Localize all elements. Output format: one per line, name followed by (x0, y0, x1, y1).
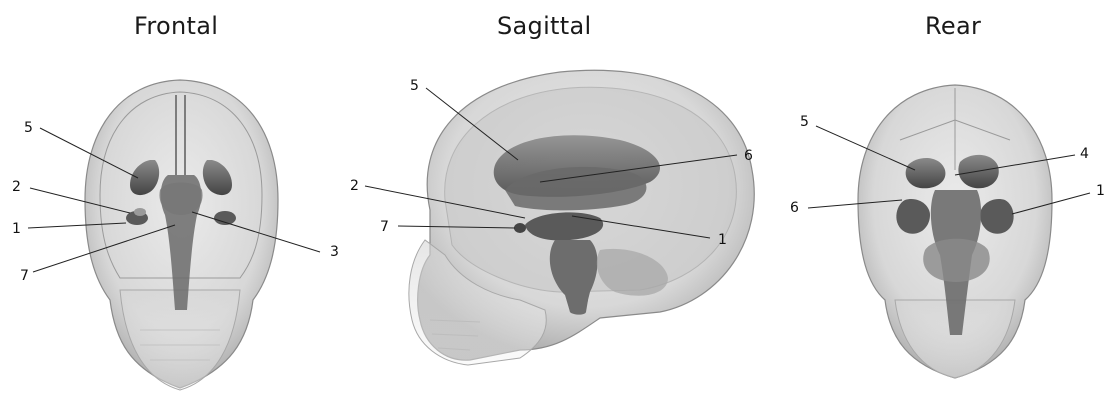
frontal-label-5: 5 (24, 120, 33, 136)
sagittal-label-5: 5 (410, 78, 419, 94)
sagittal-structure-7 (514, 223, 526, 233)
rear-label-6: 6 (790, 200, 799, 216)
rear-cerebellum (923, 239, 990, 282)
sagittal-label-2: 2 (350, 178, 359, 194)
sagittal-spinal-cord (568, 300, 588, 315)
sagittal-label-6: 6 (744, 148, 753, 164)
frontal-label-7: 7 (20, 268, 29, 284)
rear-structure-5 (906, 158, 946, 188)
sagittal-label-1: 1 (718, 232, 727, 248)
rear-label-4: 4 (1080, 146, 1089, 162)
frontal-structure-1-right (214, 211, 236, 225)
frontal-view: 5 2 1 7 3 (12, 80, 339, 390)
frontal-label-3: 3 (330, 244, 339, 260)
frontal-structure-2-left (134, 208, 146, 216)
rear-label-5: 5 (800, 114, 809, 130)
sagittal-view: 5 6 2 7 1 (350, 70, 754, 365)
sagittal-label-7: 7 (380, 219, 389, 235)
rear-view: 5 4 6 1 (790, 85, 1105, 378)
rear-label-1: 1 (1096, 183, 1105, 199)
frontal-label-1: 1 (12, 221, 21, 237)
frontal-label-2: 2 (12, 179, 21, 195)
